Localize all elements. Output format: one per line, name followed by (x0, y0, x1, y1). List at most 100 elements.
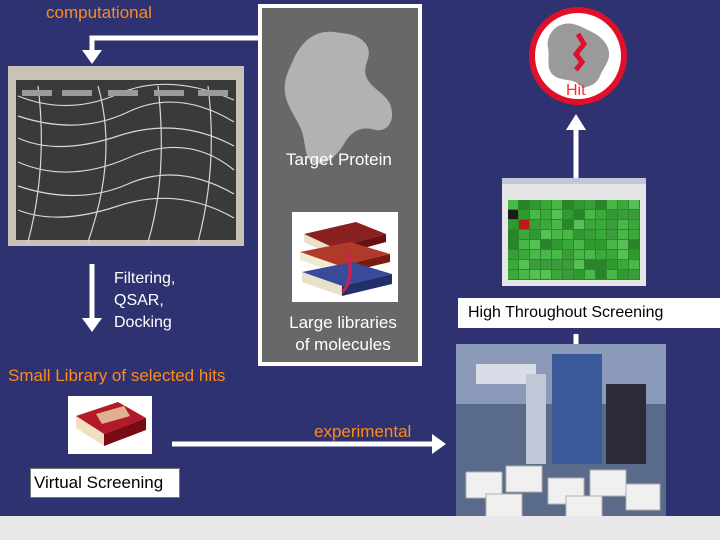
heatmap-cell (629, 200, 639, 209)
heatmap-cell (629, 210, 639, 219)
heatmap-cell (607, 270, 617, 279)
heatmap-cell (618, 230, 628, 239)
heatmap-cell (629, 230, 639, 239)
heatmap-cell (596, 240, 606, 249)
heatmap-cell (563, 260, 573, 269)
heatmap-cell (552, 210, 562, 219)
heatmap-cell (519, 270, 529, 279)
heatmap-cell (530, 240, 540, 249)
heatmap-cell (607, 220, 617, 229)
heatmap-cell (530, 230, 540, 239)
heatmap-cell (618, 240, 628, 249)
heatmap-cell (618, 220, 628, 229)
hit-arrowhead (566, 114, 586, 130)
virtual-screening-label: Virtual Screening (34, 473, 164, 492)
small-library-label: Small Library of selected hits (8, 366, 226, 385)
heatmap-cell (552, 240, 562, 249)
heatmap-cell (618, 200, 628, 209)
heatmap-cell (596, 220, 606, 229)
heatmap-cell (574, 250, 584, 259)
heatmap-cell (563, 200, 573, 209)
heatmap-cell (596, 270, 606, 279)
heatmap-cell (519, 230, 529, 239)
heatmap-screenshot (502, 178, 646, 286)
filtering-arrowhead (82, 318, 102, 332)
heatmap-cell (585, 240, 595, 249)
heatmap-cell (519, 210, 529, 219)
computational-arrowhead (82, 50, 102, 64)
heatmap-cell (530, 210, 540, 219)
heatmap-cell (574, 230, 584, 239)
heatmap-cell (629, 270, 639, 279)
heatmap-cell (618, 210, 628, 219)
heatmap-cell (596, 200, 606, 209)
heatmap-cell (585, 200, 595, 209)
heatmap-cell (607, 210, 617, 219)
heatmap-cell (585, 260, 595, 269)
heatmap-cell (552, 270, 562, 279)
heatmap-cell (563, 270, 573, 279)
cluster-photo (8, 66, 244, 246)
heatmap-cell (574, 270, 584, 279)
experimental-label: experimental (314, 422, 412, 441)
books-icon (292, 212, 398, 302)
heatmap-cell (607, 240, 617, 249)
hts-label-box (458, 298, 720, 328)
heatmap-cell (607, 230, 617, 239)
hit-label: Hit (566, 82, 586, 99)
heatmap-cell (585, 270, 595, 279)
heatmap-cell (541, 250, 551, 259)
heatmap-cell (563, 250, 573, 259)
heatmap-cell (519, 260, 529, 269)
heatmap-cell (574, 240, 584, 249)
heatmap-cell (629, 220, 639, 229)
heatmap-cell (585, 210, 595, 219)
heatmap-cell (508, 270, 518, 279)
heatmap-cell (508, 240, 518, 249)
heatmap-cell (519, 220, 529, 229)
large-libraries-label: Large libraries of molecules (289, 313, 397, 354)
heatmap-cell (618, 260, 628, 269)
heatmap-cell (574, 200, 584, 209)
heatmap-cell (607, 250, 617, 259)
heatmap-cell (574, 220, 584, 229)
robot-lab-photo (456, 344, 666, 520)
heatmap-cell (541, 220, 551, 229)
heatmap-cell (508, 250, 518, 259)
heatmap-cell (541, 240, 551, 249)
hit-icon (529, 7, 627, 105)
heatmap-cell (585, 230, 595, 239)
heatmap-cell (574, 210, 584, 219)
bottom-strip (0, 516, 720, 540)
heatmap-cell (585, 250, 595, 259)
heatmap-cell (563, 230, 573, 239)
heatmap-cell (552, 250, 562, 259)
heatmap-cell (629, 240, 639, 249)
heatmap-cell (530, 200, 540, 209)
experimental-arrowhead (432, 434, 446, 454)
heatmap-cell (574, 260, 584, 269)
filtering-label: Filtering, QSAR, Docking (114, 270, 176, 331)
heatmap-cell (618, 250, 628, 259)
heatmap-cell (519, 200, 529, 209)
book-icon (68, 396, 152, 454)
heatmap-cell (508, 230, 518, 239)
target-protein-label: Target Protein (286, 150, 392, 169)
heatmap-cell (596, 210, 606, 219)
heatmap-cell (530, 220, 540, 229)
heatmap-cell (552, 230, 562, 239)
heatmap-cell (508, 220, 518, 229)
heatmap-cell (552, 260, 562, 269)
heatmap-cell (530, 260, 540, 269)
protein-shape-icon (284, 31, 393, 164)
heatmap-cell (552, 220, 562, 229)
computational-label: computational (46, 3, 152, 22)
heatmap-cell (508, 260, 518, 269)
heatmap-cell (618, 270, 628, 279)
heatmap-cell (519, 250, 529, 259)
heatmap-cell (607, 200, 617, 209)
heatmap-cell (629, 250, 639, 259)
heatmap-cell (541, 210, 551, 219)
heatmap-cell (541, 260, 551, 269)
